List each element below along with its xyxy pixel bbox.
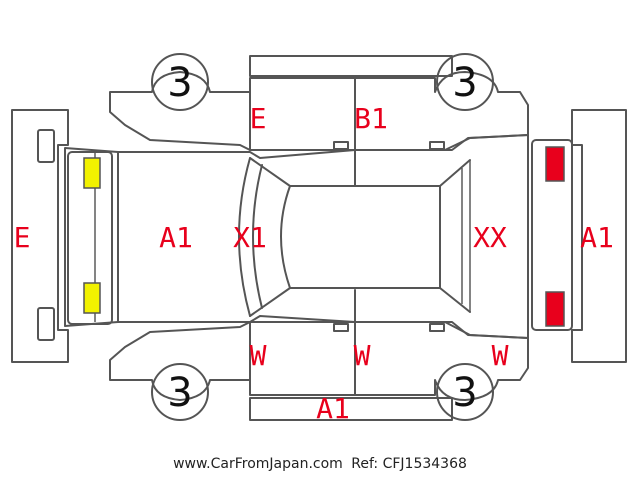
taillamp-right <box>545 291 565 327</box>
rear-lamps <box>531 139 573 331</box>
rear-bumper-panel <box>571 109 627 363</box>
code-front-bumper: E <box>14 221 31 254</box>
footer-ref: Ref: CFJ1534368 <box>351 456 467 472</box>
left-side-panels <box>109 55 529 186</box>
code-right-rocker: A1 <box>316 392 350 425</box>
wheel-rear-right-number: 3 <box>452 370 477 416</box>
right-side-panels <box>109 289 529 421</box>
code-windshield: X1 <box>233 221 267 254</box>
wheel-rear-left: 3 <box>436 53 494 111</box>
code-rear-bumper: A1 <box>580 221 614 254</box>
roof-cabin <box>238 157 471 317</box>
code-rear-left-door: B1 <box>354 102 388 135</box>
car-body-outline <box>64 134 529 339</box>
front-bumper-panel <box>11 109 69 363</box>
code-back-glass: XX <box>473 221 507 254</box>
code-front-left-door: E <box>250 102 267 135</box>
wheel-front-left: 3 <box>151 53 209 111</box>
wheel-front-left-number: 3 <box>167 60 192 106</box>
wheel-front-right: 3 <box>151 363 209 421</box>
headlamp-right <box>83 282 101 314</box>
front-lamps <box>67 151 113 325</box>
code-front-right-door: W <box>250 339 267 372</box>
code-right-quarter: W <box>492 339 509 372</box>
wheel-rear-left-number: 3 <box>452 60 477 106</box>
wheel-rear-right: 3 <box>436 363 494 421</box>
headlamp-left <box>83 157 101 189</box>
footer-caption: www.CarFromJapan.com Ref: CFJ1534368 <box>0 456 640 472</box>
taillamp-left <box>545 146 565 182</box>
code-hood: A1 <box>159 221 193 254</box>
footer-site: www.CarFromJapan.com <box>173 456 343 472</box>
code-rear-right-door: W <box>354 339 371 372</box>
wheel-front-right-number: 3 <box>167 370 192 416</box>
